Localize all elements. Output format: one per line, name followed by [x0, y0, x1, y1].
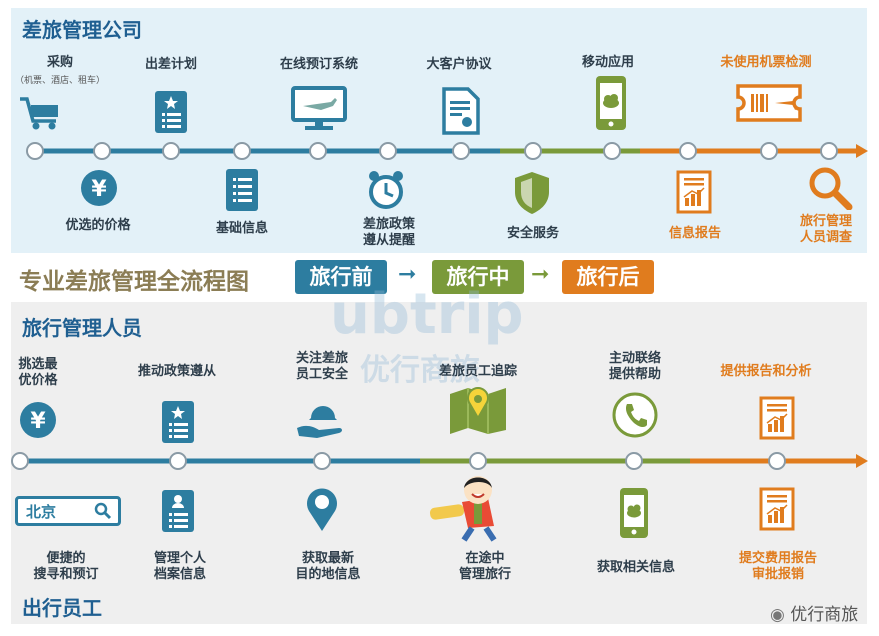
timeline-node: [768, 452, 786, 470]
smartphone-cloud-icon: [620, 488, 648, 538]
traveler-cartoon-icon: [429, 476, 497, 542]
tmc-title: 差旅管理公司: [22, 18, 142, 42]
weibo-icon: ◉: [770, 605, 785, 625]
hand-helmet-icon: [297, 406, 342, 438]
phase-arrow-1: ➞: [398, 262, 417, 287]
document-star-icon: [162, 401, 194, 443]
ticket-plane-icon: [736, 84, 802, 122]
label-employee-tracking: 差旅员工追踪: [438, 364, 518, 379]
label-key-account: 大客户协议: [426, 57, 492, 72]
yen-coin-icon: ¥: [81, 170, 117, 206]
profile-document-icon: [162, 490, 194, 532]
shield-icon: [515, 172, 549, 214]
magnifier-icon: [809, 167, 853, 210]
label-reports-analysis: 提供报告和分析: [720, 364, 812, 379]
label-proactive-contact: 主动联络 提供帮助: [608, 351, 662, 382]
timeline-node: [679, 142, 697, 160]
manager-title: 旅行管理人员: [22, 316, 142, 340]
timeline-node: [452, 142, 470, 160]
report-chart-icon: [759, 396, 795, 440]
phase-before: 旅行前: [295, 260, 387, 294]
label-basic-info: 基础信息: [215, 221, 269, 236]
label-pick-best-price: 挑选最 优价格: [18, 357, 58, 388]
label-related-info: 获取相关信息: [596, 560, 676, 575]
report-chart-icon: [676, 170, 712, 214]
label-mobile-app: 移动应用: [581, 55, 635, 70]
shopping-cart-icon: [20, 97, 58, 130]
alarm-clock-icon: [369, 171, 403, 209]
smartphone-cloud-icon: [596, 76, 626, 130]
weibo-watermark: ◉ 优行商旅: [770, 600, 858, 625]
label-procurement: 采购: [46, 55, 74, 70]
timeline-node: [162, 142, 180, 160]
monitor-plane-icon: [291, 86, 347, 130]
list-document-icon: [226, 169, 258, 211]
timeline-node: [309, 142, 327, 160]
map-pin-icon: [450, 387, 506, 434]
label-policy-reminder: 差旅政策 遵从提醒: [362, 217, 416, 248]
employee-title: 出行员工: [22, 596, 102, 620]
label-expense-report: 提交费用报告 审批报销: [738, 551, 818, 582]
timeline-node: [760, 142, 778, 160]
watermark-text: 优行商旅: [360, 353, 480, 388]
phase-after: 旅行后: [562, 260, 654, 294]
label-security: 安全服务: [506, 226, 560, 241]
phase-arrow-2: ➞: [531, 262, 550, 287]
timeline-node: [379, 142, 397, 160]
label-employee-safety: 关注差旅 员工安全: [295, 351, 349, 382]
timeline-node: [233, 142, 251, 160]
timeline-node: [169, 452, 187, 470]
label-manage-trip: 在途中 管理旅行: [458, 551, 512, 582]
timeline-node: [820, 142, 838, 160]
phone-icon: [612, 392, 658, 438]
weibo-text: 优行商旅: [790, 605, 859, 625]
search-box-text: 北京: [26, 503, 57, 521]
svg-text:¥: ¥: [91, 177, 107, 202]
timeline-node: [313, 452, 331, 470]
document-star-icon: [155, 91, 187, 133]
search-icon: [94, 502, 112, 520]
label-profile: 管理个人 档案信息: [153, 551, 207, 582]
label-destination-info: 获取最新 目的地信息: [295, 551, 361, 582]
location-pin-icon: [307, 488, 337, 531]
timeline-node: [93, 142, 111, 160]
label-travel-plan: 出差计划: [144, 57, 198, 72]
label-online-booking: 在线预订系统: [279, 57, 359, 72]
timeline-node: [26, 142, 44, 160]
top-panel: [11, 8, 867, 253]
label-search-booking: 便捷的 搜寻和预订: [33, 551, 99, 582]
timeline-node: [625, 452, 643, 470]
timeline-node: [469, 452, 487, 470]
label-info-report: 信息报告: [668, 226, 722, 241]
timeline-node: [603, 142, 621, 160]
phase-during: 旅行中: [432, 260, 524, 294]
flow-title: 专业差旅管理全流程图: [19, 269, 249, 295]
search-box-icon: 北京: [15, 496, 121, 526]
label-policy-compliance: 推动政策遵从: [137, 364, 217, 379]
contract-icon: [442, 87, 480, 135]
report-chart-icon: [759, 487, 795, 531]
label-preferred-price: 优选的价格: [65, 218, 131, 233]
svg-text:¥: ¥: [30, 409, 46, 434]
label-procurement-sub: （机票、酒店、租车）: [14, 76, 106, 86]
timeline-node: [524, 142, 542, 160]
watermark-logo: ubtrip: [330, 282, 524, 347]
label-unused-ticket: 未使用机票检测: [720, 55, 812, 70]
timeline-node: [11, 452, 29, 470]
yen-coin-icon: ¥: [20, 402, 56, 438]
label-manager-survey: 旅行管理 人员调查: [799, 214, 853, 245]
